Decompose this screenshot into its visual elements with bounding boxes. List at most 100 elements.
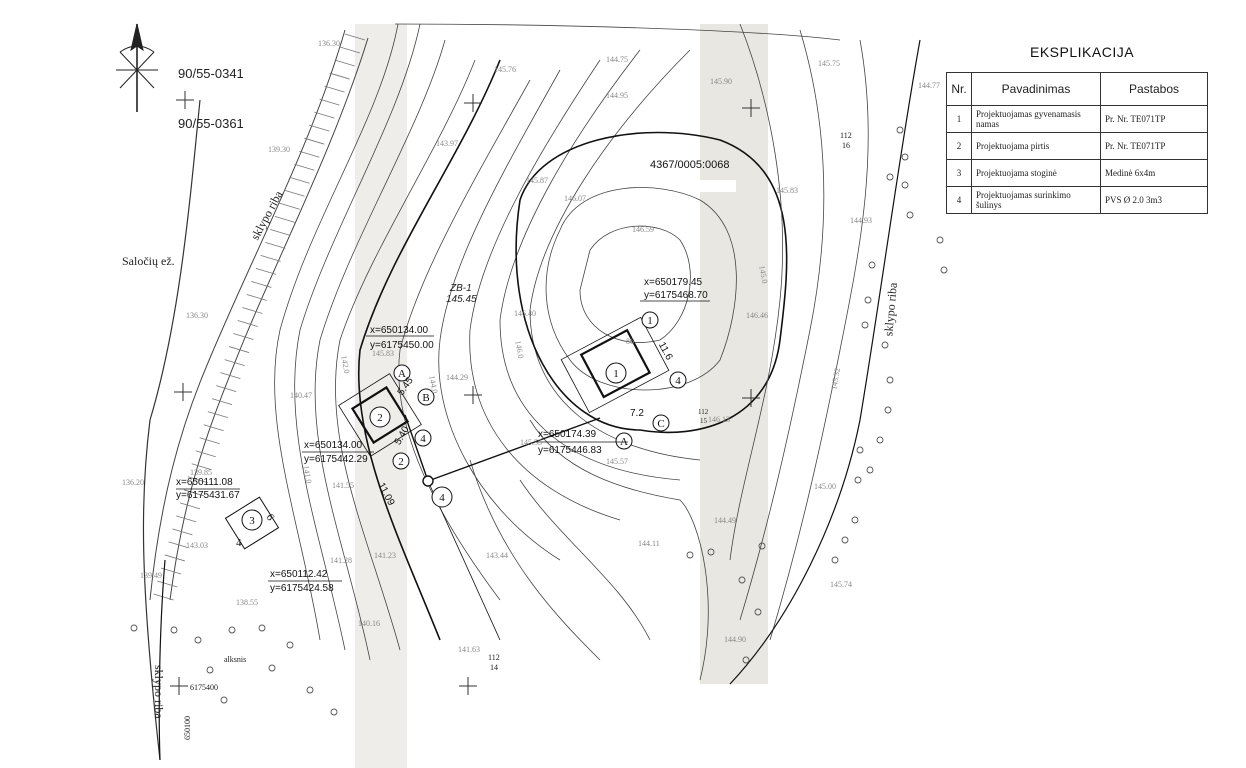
hatch-line [203, 424, 224, 432]
hatch-line [237, 320, 258, 327]
tree-icon [330, 708, 338, 716]
row-name: Projektuojama stoginė [971, 159, 1101, 187]
hatch-line [176, 515, 197, 523]
grid-crosses [174, 94, 760, 695]
explication-title: EKSPLIKACIJA [1030, 44, 1135, 60]
tree-icon [170, 626, 178, 634]
svg-text:136.30: 136.30 [318, 39, 340, 48]
tree-icon [258, 624, 266, 632]
svg-text:145.75: 145.75 [818, 59, 840, 68]
svg-text:138.55: 138.55 [236, 598, 258, 607]
marker-A [615, 432, 633, 450]
hatch-line [251, 281, 272, 288]
marker-4c [414, 429, 432, 447]
marker-1b [641, 311, 659, 329]
tree-icon [220, 696, 228, 704]
hatch-line [164, 554, 185, 562]
paper-fold-gap [700, 180, 736, 192]
grid-x-label: 650100 [183, 716, 192, 740]
hatch-line [172, 528, 193, 536]
marker-B [417, 388, 435, 406]
tree-icon [831, 556, 839, 564]
tree-icon [940, 266, 948, 274]
hatch-line [216, 385, 237, 393]
hatch-line [179, 502, 201, 510]
svg-text:144.11: 144.11 [638, 539, 660, 548]
building-1-house [560, 316, 670, 414]
contour-146: 146.0 [513, 340, 525, 359]
svg-text:144.77: 144.77 [918, 81, 940, 90]
hatch-line [168, 541, 189, 549]
tree-icon [268, 664, 276, 672]
lake-shore-band [149, 29, 369, 601]
tree-icon [851, 516, 859, 524]
dim-7-2: 7.2 [630, 408, 644, 419]
north-arrow-icon [116, 23, 158, 112]
spot-elevations: 136.30 139.30 136.30 136.20 139.85 145.7… [122, 39, 940, 654]
svg-text:144.90: 144.90 [724, 635, 746, 644]
svg-text:144.29: 144.29 [446, 373, 468, 382]
svg-text:139.49: 139.49 [140, 571, 162, 580]
col-name: Pavadinimas [971, 72, 1101, 106]
row-nr: 4 [946, 186, 972, 214]
tree-icon [738, 576, 746, 584]
hatch-line [187, 476, 208, 484]
svg-text:136.30: 136.30 [186, 311, 208, 320]
hatch-line [329, 72, 350, 80]
tree-icon [841, 536, 849, 544]
marker-A2-label: A [398, 368, 406, 380]
svg-text:140.47: 140.47 [290, 391, 312, 400]
contour-141: 141.0 [301, 465, 313, 484]
row-nr: 3 [946, 159, 972, 187]
hatch-line [260, 255, 281, 262]
hatch-line [304, 137, 325, 145]
coord-pt6-y: y=6175424.58 [270, 583, 334, 594]
tree-icon [306, 686, 314, 694]
hatch-line [314, 111, 335, 119]
table-row: 3 Projektuojama stoginė Medinė 6x4m [946, 159, 1208, 187]
hatch-line [211, 398, 233, 406]
hatch-line [195, 450, 216, 458]
marker-3-label: 3 [249, 515, 255, 527]
svg-text:144.95: 144.95 [606, 91, 628, 100]
hatch-line [344, 33, 366, 41]
hatch-line [339, 46, 360, 54]
marker-3 [241, 509, 263, 531]
hatch-line [242, 307, 263, 314]
svg-text:143.44: 143.44 [486, 551, 508, 560]
svg-text:146.40: 146.40 [514, 309, 536, 318]
coord-pt2-y: y=6175450.00 [370, 340, 434, 351]
hatch-line [284, 189, 305, 197]
tree-icon [866, 466, 874, 474]
plot-id: 4367/0005:0068 [650, 159, 730, 171]
slope-mid: 112 [698, 408, 709, 416]
svg-text:146.46: 146.46 [746, 311, 768, 320]
contour-144: 144.0 [427, 375, 439, 394]
dim-86: 86 [626, 337, 634, 346]
hatch-line [334, 59, 355, 67]
svg-text:146.07: 146.07 [564, 194, 586, 203]
hatch-line [199, 437, 220, 445]
coord-pt3-x: x=650134.00 [304, 440, 363, 451]
hatch-line [228, 346, 250, 353]
tree-icon [896, 126, 904, 134]
tree-icon [742, 656, 750, 664]
paper-fold-right [700, 24, 768, 684]
connection-line [404, 414, 601, 641]
hatch-line [309, 124, 330, 132]
marker-2-label: 2 [377, 412, 383, 424]
tree-icon [754, 608, 762, 616]
tree-icon [906, 211, 914, 219]
tree-icon [856, 446, 864, 454]
tree-icon [876, 436, 884, 444]
tree-icon [861, 321, 869, 329]
row-note: Pr. Nr. TE071TP [1100, 105, 1208, 133]
marker-B-label: B [422, 392, 429, 404]
slope-top: 112 [840, 131, 852, 140]
coord-pt1-y: y=6175468.70 [644, 290, 708, 301]
row-note: Medinė 6x4m [1100, 159, 1208, 187]
tree-icon [707, 548, 715, 556]
tree-icon [881, 341, 889, 349]
tree-icon [194, 636, 202, 644]
slope-bot-b: 14 [490, 663, 498, 672]
